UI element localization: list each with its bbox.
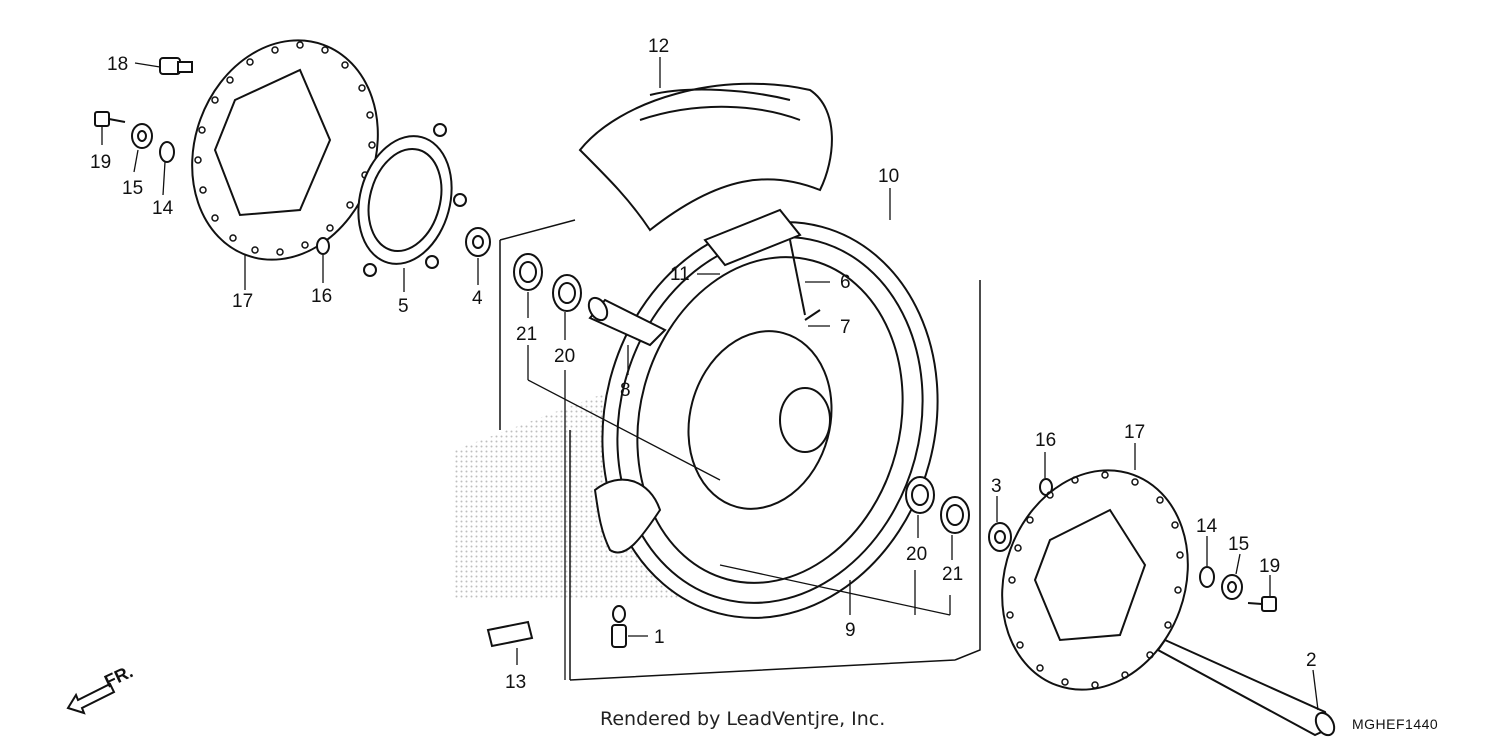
callout-14: 14 — [152, 198, 174, 219]
callout-19-right: 19 — [1259, 556, 1280, 577]
front-direction-arrow: FR. — [66, 661, 136, 715]
footer-credit: Rendered by LeadVentjre, Inc. — [600, 708, 886, 730]
callout-4: 4 — [472, 288, 483, 309]
disc-flange[interactable] — [345, 123, 467, 277]
callout-2: 2 — [1306, 650, 1317, 671]
right-brake-disc[interactable] — [972, 444, 1218, 716]
left-bearings[interactable] — [513, 253, 582, 312]
callout-3: 3 — [991, 476, 1002, 497]
collar[interactable] — [465, 227, 491, 257]
callout-12: 12 — [648, 36, 669, 57]
axle[interactable] — [1156, 638, 1338, 738]
callout-10: 10 — [878, 166, 899, 187]
leader-lines — [101, 57, 1319, 711]
callout-21: 21 — [516, 324, 537, 345]
callout-14-right: 14 — [1196, 516, 1218, 537]
callout-6: 6 — [840, 272, 851, 293]
callout-7: 7 — [840, 317, 851, 338]
wheel-hub[interactable] — [669, 239, 851, 525]
callout-16-right: 16 — [1035, 430, 1056, 451]
callout-17: 17 — [232, 291, 253, 312]
right-bolts[interactable] — [1199, 566, 1277, 612]
callout-17-right: 17 — [1124, 422, 1145, 443]
callout-20: 20 — [554, 346, 575, 367]
diagram-code: MGHEF1440 — [1352, 716, 1439, 732]
tire[interactable] — [578, 82, 833, 232]
callout-15: 15 — [122, 178, 143, 199]
callout-8: 8 — [620, 380, 631, 401]
assembly-bracket — [499, 219, 981, 681]
callout-21-right: 21 — [942, 564, 963, 585]
left-brake-disc[interactable] — [162, 14, 408, 286]
callout-18: 18 — [107, 54, 128, 75]
valve-and-weight[interactable] — [486, 605, 627, 648]
callout-20-right: 20 — [906, 544, 927, 565]
callout-15-right: 15 — [1228, 534, 1249, 555]
callout-1: 1 — [654, 627, 665, 648]
callout-11: 11 — [670, 264, 690, 285]
rim-band[interactable] — [593, 208, 802, 554]
callout-19: 19 — [90, 152, 111, 173]
callout-9: 9 — [845, 620, 856, 641]
axle-spacer[interactable] — [585, 295, 667, 347]
callout-5: 5 — [398, 296, 409, 317]
right-bearings[interactable] — [905, 476, 970, 534]
callout-13: 13 — [505, 672, 526, 693]
left-bolts[interactable] — [94, 57, 330, 255]
callout-16: 16 — [311, 286, 332, 307]
callout-numbers: 18 19 15 14 17 16 5 4 12 10 11 6 7 21 20… — [90, 36, 1317, 693]
